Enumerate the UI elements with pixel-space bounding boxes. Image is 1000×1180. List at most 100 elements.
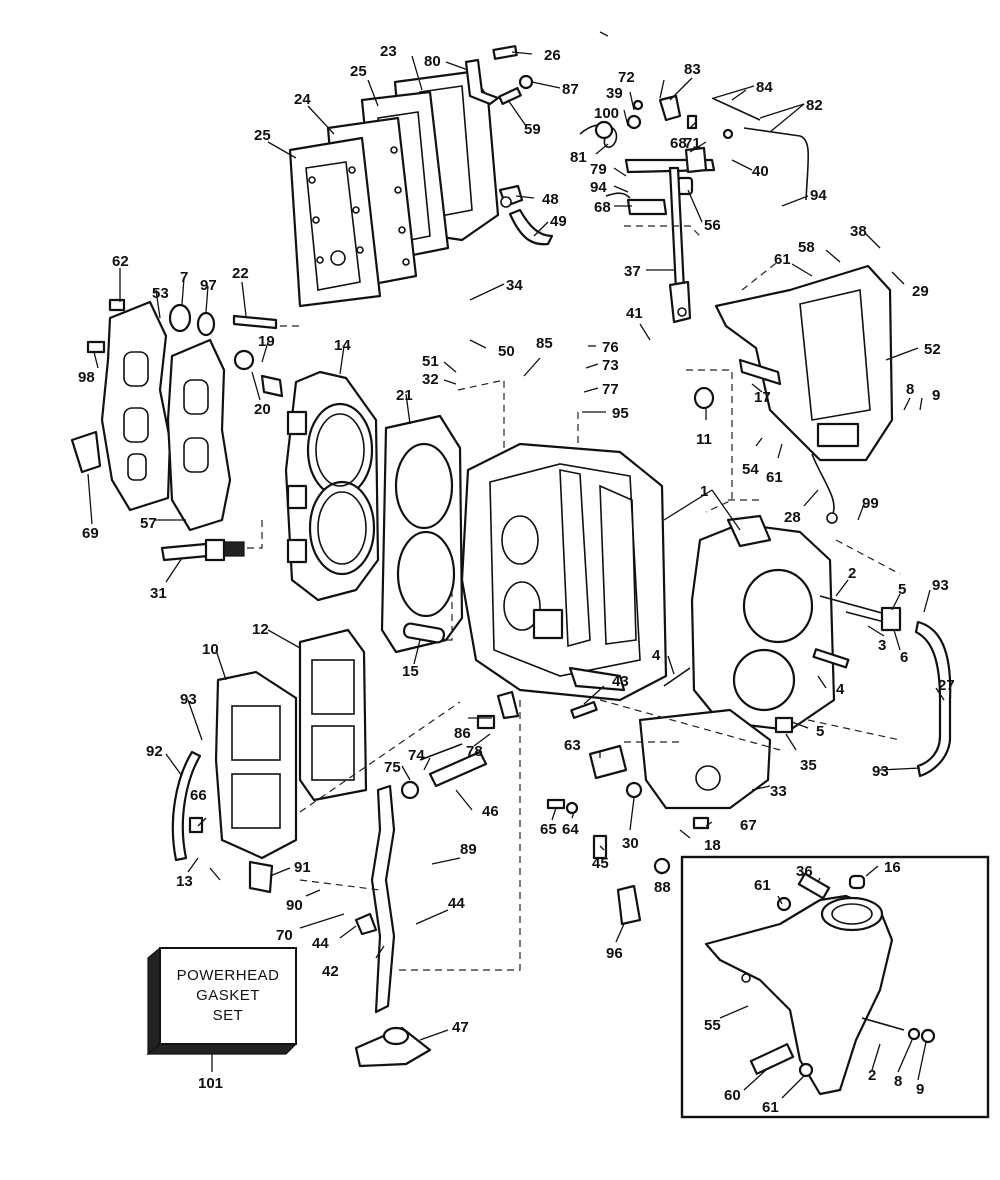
callout-9-inset: 9 [916, 1081, 924, 1098]
callout-28: 28 [784, 509, 801, 526]
callout-46: 46 [482, 803, 499, 820]
callout-2-inset: 2 [868, 1067, 876, 1084]
cylinder-head [284, 370, 380, 602]
callout-61b: 61 [766, 469, 783, 486]
gasket-kit-box: POWERHEAD GASKET SET [146, 946, 298, 1056]
water-hose [914, 620, 952, 778]
crankcase-half [690, 514, 836, 732]
callout-82: 82 [806, 97, 823, 114]
callout-100: 100 [594, 105, 619, 122]
callout-79: 79 [590, 161, 607, 178]
callout-92: 92 [146, 743, 163, 760]
callout-44a: 44 [448, 895, 465, 912]
callout-75: 75 [384, 759, 401, 776]
callout-57: 57 [140, 515, 157, 532]
callout-31: 31 [150, 585, 167, 602]
cylinder-block [460, 442, 668, 702]
spark-plug [160, 538, 245, 562]
callout-90: 90 [286, 897, 303, 914]
callout-4b: 4 [836, 681, 845, 698]
throttle-link-rod [668, 166, 692, 324]
callout-1: 1 [700, 483, 708, 500]
throttle-lever [354, 743, 488, 1014]
left-small-parts [70, 298, 284, 474]
callout-70: 70 [276, 927, 293, 944]
callout-72: 72 [618, 69, 635, 86]
exhaust-plate-gasket-stack [288, 70, 500, 308]
callout-26: 26 [544, 47, 561, 64]
callout-6: 6 [900, 649, 908, 666]
callout-85: 85 [536, 335, 553, 352]
water-cover-and-gasket [171, 628, 368, 894]
callout-63: 63 [564, 737, 581, 754]
callout-64: 64 [562, 821, 579, 838]
callout-labels: 1 2 2 3 4 4 5 5 6 7 8 8 9 9 10 11 12 13 … [78, 31, 955, 1116]
callout-48: 48 [542, 191, 559, 208]
callout-50: 50 [498, 343, 515, 360]
callout-34: 34 [506, 277, 523, 294]
callout-93a: 93 [180, 691, 197, 708]
callout-98: 98 [78, 369, 95, 386]
callout-73: 73 [602, 357, 619, 374]
callout-41: 41 [626, 305, 643, 322]
callout-36: 36 [796, 863, 813, 880]
callout-15: 15 [402, 663, 419, 680]
callout-58: 58 [798, 239, 815, 256]
mount-bracket [693, 264, 894, 462]
callout-4: 4 [652, 647, 661, 664]
kit-label-line1: POWERHEAD [177, 967, 280, 984]
callout-9: 9 [932, 387, 940, 404]
callout-44b: 44 [312, 935, 329, 952]
callout-56: 56 [704, 217, 721, 234]
callout-33: 33 [770, 783, 787, 800]
callout-66: 66 [190, 787, 207, 804]
callout-68b: 68 [594, 199, 611, 216]
callout-76: 76 [602, 339, 619, 356]
callout-42: 42 [322, 963, 339, 980]
callout-14: 14 [334, 337, 351, 354]
callout-89: 89 [460, 841, 477, 858]
callout-40: 40 [752, 163, 769, 180]
callout-62: 62 [112, 253, 129, 270]
fuel-fitting-and-hose [498, 184, 554, 246]
callout-8-inset: 8 [894, 1073, 902, 1090]
callout-22: 22 [232, 265, 249, 282]
callout-60: 60 [724, 1087, 741, 1104]
callout-84: 84 [756, 79, 773, 96]
callout-55: 55 [704, 1017, 721, 1034]
callout-80: 80 [424, 53, 441, 70]
kit-label-line2: GASKET [196, 987, 260, 1004]
callout-17: 17 [754, 389, 771, 406]
callout-78: 78 [466, 743, 483, 760]
callout-45: 45 [592, 855, 609, 872]
callout-2: 2 [848, 565, 856, 582]
callout-7: 7 [180, 269, 188, 286]
exhaust-cover-and-gasket [100, 300, 232, 532]
callout-16: 16 [884, 859, 901, 876]
callout-18: 18 [704, 837, 721, 854]
callout-95: 95 [612, 405, 629, 422]
callout-49: 49 [550, 213, 567, 230]
callout-53: 53 [152, 285, 169, 302]
ground-wire [811, 453, 838, 524]
callout-68a: 68 [670, 135, 687, 152]
callout-74: 74 [408, 747, 425, 764]
callout-35: 35 [800, 757, 817, 774]
callout-5: 5 [898, 581, 906, 598]
callout-43: 43 [612, 673, 629, 690]
callout-20: 20 [254, 401, 271, 418]
callout-96: 96 [606, 945, 623, 962]
callout-71: 71 [684, 135, 701, 152]
callout-67: 67 [740, 817, 757, 834]
callout-32: 32 [422, 371, 439, 388]
kit-label-line3: SET [213, 1007, 244, 1024]
callout-8: 8 [906, 381, 914, 398]
callout-29: 29 [912, 283, 929, 300]
inset-mount-bracket [680, 855, 990, 1119]
top-bracket-and-screws [464, 45, 534, 106]
alignment-lines [244, 225, 901, 971]
callout-24: 24 [294, 91, 311, 108]
callout-25a: 25 [350, 63, 367, 80]
callout-93c: 93 [872, 763, 889, 780]
